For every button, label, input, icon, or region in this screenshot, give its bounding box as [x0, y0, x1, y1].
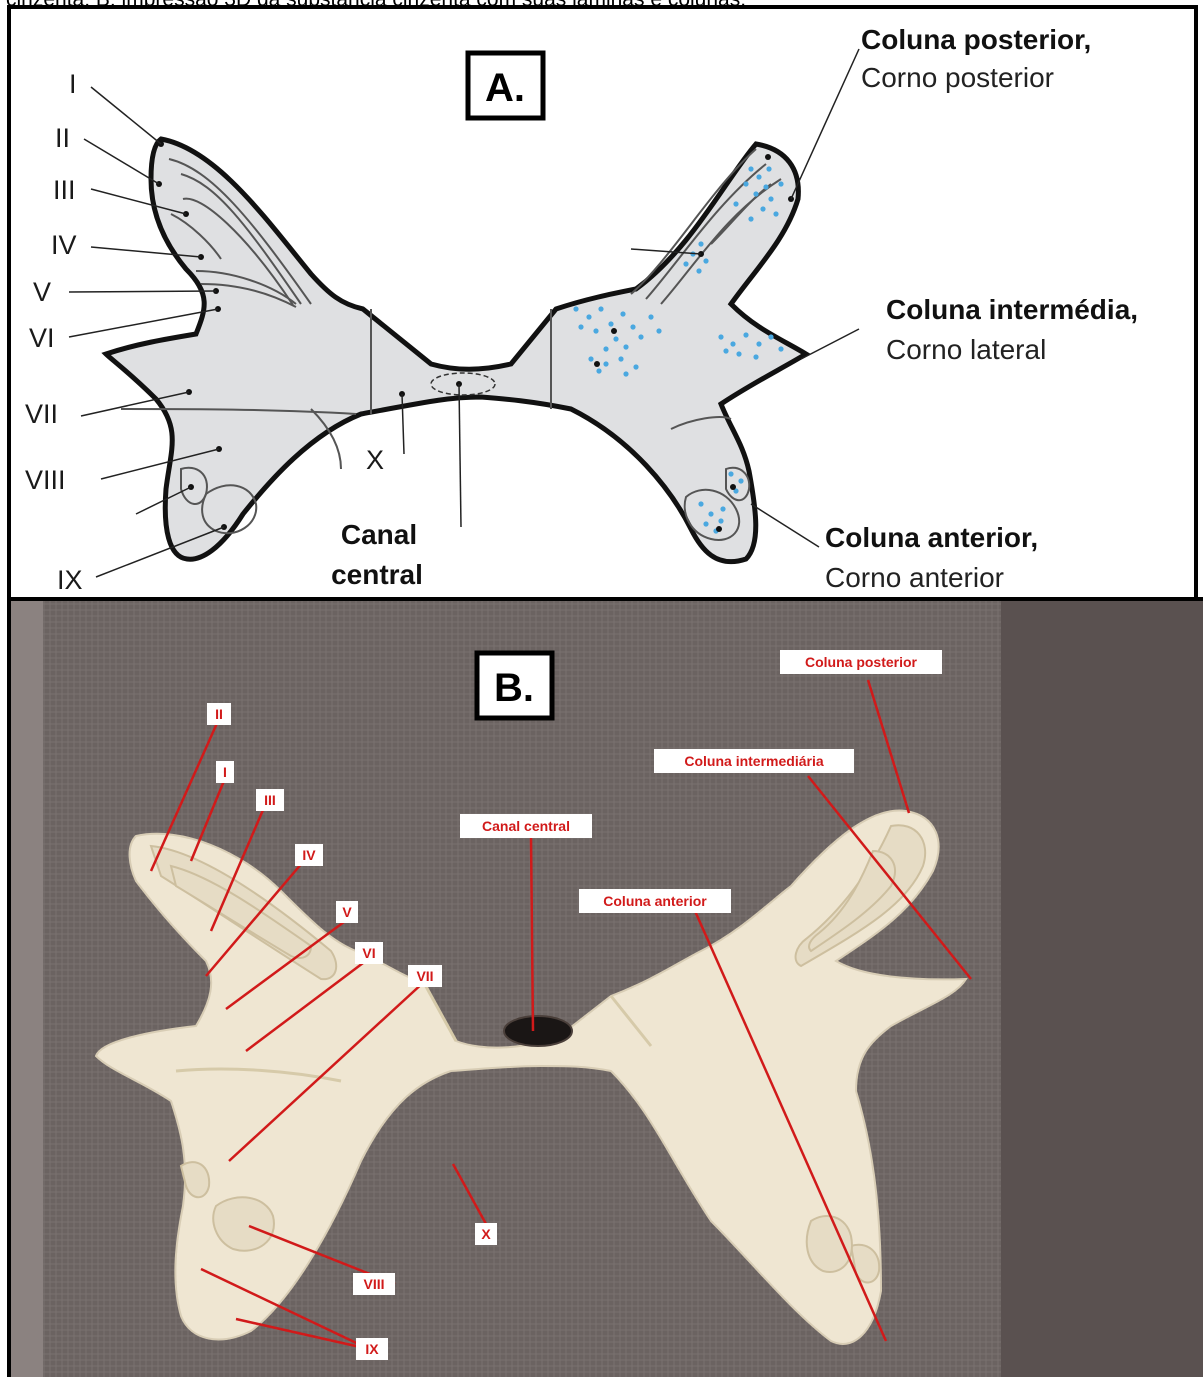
posterior-column-title: Coluna posterior,	[861, 24, 1091, 55]
anterior-column-title: Coluna anterior,	[825, 522, 1038, 553]
intermediate-column-title: Coluna intermédia,	[886, 294, 1138, 325]
tag-i-text: I	[223, 764, 227, 780]
central-canal-label-line2: central	[331, 559, 423, 590]
model-central-canal	[504, 1016, 572, 1046]
tag-coluna-intermediaria: Coluna intermediária	[654, 749, 854, 773]
panel-a-tag: A.	[485, 66, 525, 110]
central-canal-label-line1: Canal	[341, 519, 417, 550]
tag-vii-text: VII	[416, 968, 433, 984]
tag-i: I	[216, 761, 234, 783]
lateral-horn-label: Corno lateral	[886, 334, 1046, 365]
tag-iii-text: III	[264, 792, 276, 808]
panel-b-svg: II I III IV V VI VII VIII IX X Canal cen…	[11, 601, 1203, 1377]
anterior-horn-label: Corno anterior	[825, 562, 1004, 593]
tag-vii: VII	[408, 965, 442, 987]
tag-v: V	[336, 901, 358, 923]
tag-ix: IX	[356, 1338, 388, 1360]
tag-ii: II	[207, 703, 231, 725]
panel-a-schematic: A. I II III IV V VI VII VIII IX X Coluna…	[7, 5, 1198, 601]
panel-b-photo: II I III IV V VI VII VIII IX X Canal cen…	[7, 597, 1203, 1377]
lamina-label-viii: VIII	[25, 465, 66, 495]
tag-coluna-posterior: Coluna posterior	[780, 650, 942, 674]
lamina-label-iv: IV	[51, 230, 77, 260]
tag-ii-text: II	[215, 706, 223, 722]
tag-coluna-anterior: Coluna anterior	[579, 889, 731, 913]
lamina-label-v: V	[33, 277, 51, 307]
tag-ix-text: IX	[365, 1341, 379, 1357]
lamina-label-vi: VI	[29, 323, 55, 353]
gray-matter-shape	[106, 139, 806, 562]
panel-a-svg: A. I II III IV V VI VII VIII IX X Coluna…	[11, 9, 1194, 597]
tag-iii: III	[256, 789, 284, 811]
panel-b-tag: B.	[494, 666, 534, 710]
tag-canal-central: Canal central	[460, 814, 592, 838]
tag-coluna-posterior-text: Coluna posterior	[805, 654, 918, 670]
tag-canal-central-text: Canal central	[482, 818, 570, 834]
tag-v-text: V	[342, 904, 352, 920]
backdrop-left-strip	[11, 601, 43, 1377]
lamina-label-i: I	[69, 69, 77, 99]
tag-iv: IV	[295, 844, 323, 866]
tag-viii: VIII	[353, 1273, 395, 1295]
lamina-label-ii: II	[55, 123, 70, 153]
posterior-horn-label: Corno posterior	[861, 62, 1054, 93]
backdrop-right	[1001, 601, 1203, 1377]
lamina-label-iii: III	[53, 175, 76, 205]
tag-iv-text: IV	[302, 847, 316, 863]
tag-vi-text: VI	[362, 945, 375, 961]
lamina-label-x: X	[366, 445, 384, 475]
tag-coluna-anterior-text: Coluna anterior	[603, 893, 707, 909]
tag-vi: VI	[355, 942, 383, 964]
tag-coluna-intermediaria-text: Coluna intermediária	[684, 753, 823, 769]
lamina-label-vii: VII	[25, 399, 58, 429]
tag-x: X	[475, 1223, 497, 1245]
lamina-label-ix: IX	[57, 565, 83, 595]
tag-x-text: X	[481, 1226, 491, 1242]
tag-viii-text: VIII	[363, 1276, 384, 1292]
